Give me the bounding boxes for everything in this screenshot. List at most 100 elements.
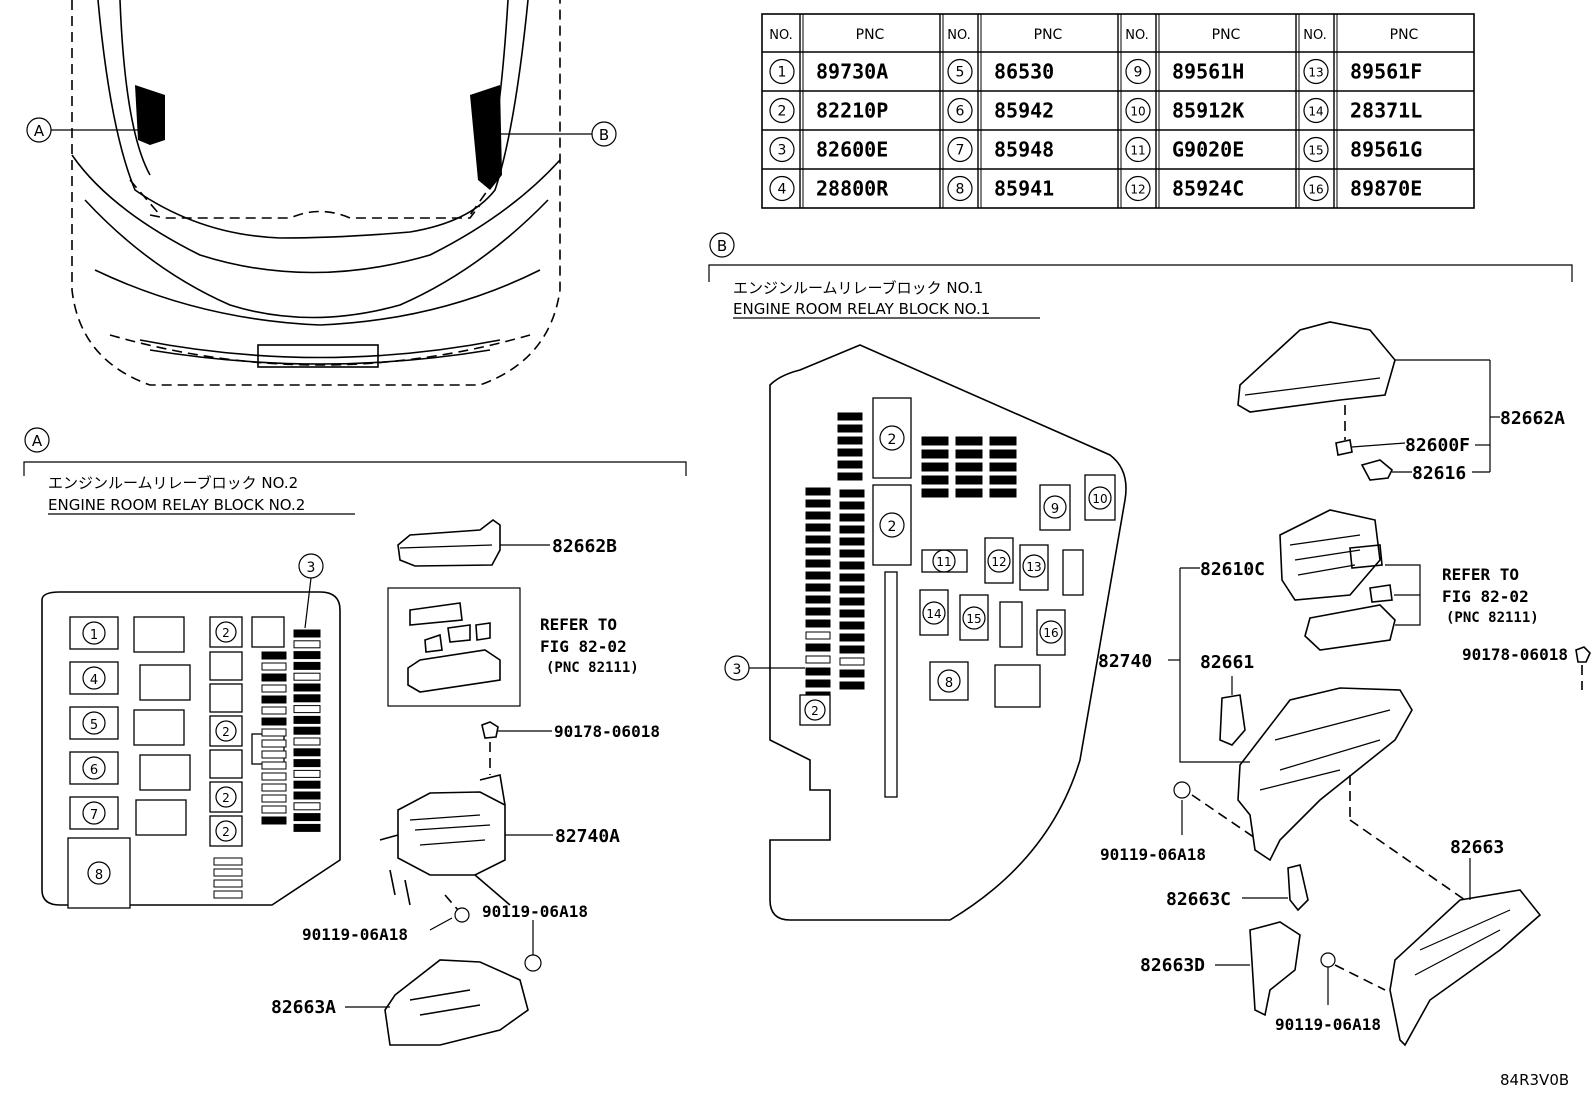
fuse-slot <box>293 823 321 832</box>
bolt-90178-b <box>1575 646 1591 663</box>
fuse-slot <box>955 449 983 459</box>
table-pnc: 85948 <box>994 138 1054 162</box>
fuse-slot <box>839 657 865 666</box>
callout-b-car: B <box>490 121 617 147</box>
table-header-no: NO. <box>769 28 793 43</box>
fuse-slot <box>921 436 949 446</box>
table-pnc: 85924C <box>1172 177 1244 201</box>
table-no-circle <box>769 136 795 163</box>
table-no-circle <box>1125 58 1151 85</box>
fuse-slot <box>805 535 831 544</box>
relay-block-2-layout <box>41 591 341 906</box>
table-no: 3 <box>778 143 787 159</box>
b-pos-10: 10 <box>1092 492 1107 506</box>
b-pos-2a: 2 <box>888 432 897 448</box>
fuse-slot <box>213 868 243 877</box>
table-pnc: 89730A <box>816 60 888 84</box>
fuse-slot <box>805 679 831 688</box>
table-no: 2 <box>778 104 787 120</box>
fuse-slot <box>839 585 865 594</box>
label-82616: 82616 <box>1412 463 1466 484</box>
b-pos-13: 13 <box>1026 560 1041 574</box>
table-pnc: G9020E <box>1172 138 1244 162</box>
table-pnc: 89561F <box>1350 60 1422 84</box>
fuse-slot <box>261 717 287 726</box>
fuse-slot <box>989 475 1017 485</box>
table-no-circle <box>769 97 795 124</box>
fuse-slot <box>293 780 321 789</box>
a-pos-3: 3 <box>307 560 316 576</box>
table-no-circle <box>769 175 795 202</box>
table-pnc: 89870E <box>1350 177 1422 201</box>
table-no: 10 <box>1130 105 1145 119</box>
label-90178-b: 90178-06018 <box>1462 645 1568 664</box>
table-header-no: NO. <box>1125 28 1149 43</box>
a-pos-2c: 2 <box>222 791 230 805</box>
fuse-slot <box>261 684 287 693</box>
section-b-title-en: ENGINE ROOM RELAY BLOCK NO.1 <box>733 300 990 318</box>
bracket-82661 <box>1219 694 1246 746</box>
table-pnc: 82210P <box>816 99 888 123</box>
table-no: 13 <box>1308 66 1323 80</box>
table-header-pnc: PNC <box>856 27 885 43</box>
section-a-title-jp: エンジンルームリレーブロック NO.2 <box>48 474 298 492</box>
fuse-slot <box>261 706 287 715</box>
label-82740: 82740 <box>1098 651 1152 672</box>
table-no: 14 <box>1308 105 1323 119</box>
fuse-slot <box>989 436 1017 446</box>
b-pos-11: 11 <box>936 555 951 569</box>
fuse-slot <box>837 472 863 481</box>
fuse-slot <box>839 645 865 654</box>
fuse-slot <box>293 694 321 703</box>
section-a-title-en: ENGINE ROOM RELAY BLOCK NO.2 <box>48 496 305 514</box>
fuse-slot <box>805 583 831 592</box>
fuse-slot <box>293 802 321 811</box>
fuse-slot <box>261 662 287 671</box>
relay-block-1-fuses <box>805 412 1017 700</box>
section-b-title-jp: エンジンルームリレーブロック NO.1 <box>733 279 983 297</box>
label-82661: 82661 <box>1200 652 1254 673</box>
fuse-slot <box>839 549 865 558</box>
fuse-slot <box>805 607 831 616</box>
callout-a-car: A <box>26 117 140 143</box>
b-pos-3: 3 <box>733 662 742 678</box>
fuse-slot <box>293 640 321 649</box>
fuse-slot <box>837 424 863 433</box>
fuse-slot <box>837 412 863 421</box>
table-no: 12 <box>1130 183 1145 197</box>
section-a-callout: A <box>32 432 43 450</box>
frame-82610c <box>1279 509 1381 601</box>
fuse-slot <box>261 783 287 792</box>
refer-b-line3: (PNC 82111) <box>1446 610 1539 626</box>
fuse-slot <box>261 805 287 814</box>
fuse-slot <box>293 748 321 757</box>
bracket-82663c <box>1287 864 1309 912</box>
fuse-slot <box>839 609 865 618</box>
refer-box-a <box>387 587 521 707</box>
fuse-slot <box>839 525 865 534</box>
table-no-circle <box>769 58 795 85</box>
fuse-slot <box>293 651 321 660</box>
table-no-circle <box>1125 136 1151 163</box>
fuse-slot <box>955 488 983 498</box>
a-pos-1: 1 <box>90 628 98 643</box>
fuse-slot <box>293 769 321 778</box>
fuse-slot <box>805 487 831 496</box>
fuse-slot <box>805 595 831 604</box>
fuse-slot <box>805 499 831 508</box>
table-no: 4 <box>778 182 787 198</box>
label-82610c: 82610C <box>1200 559 1265 580</box>
a-pos-8: 8 <box>95 868 103 883</box>
cover-82662b <box>397 519 501 567</box>
label-bolt-b-left: 90119-06A18 <box>1100 845 1206 864</box>
fuse-slot <box>261 794 287 803</box>
table-pnc: 85942 <box>994 99 1054 123</box>
a-pos-4: 4 <box>90 673 98 688</box>
table-no: 8 <box>956 182 965 198</box>
a-pos-2d: 2 <box>222 825 230 839</box>
fuse-slot <box>921 475 949 485</box>
fuse-slot <box>839 597 865 606</box>
fuse-slot <box>805 655 831 664</box>
